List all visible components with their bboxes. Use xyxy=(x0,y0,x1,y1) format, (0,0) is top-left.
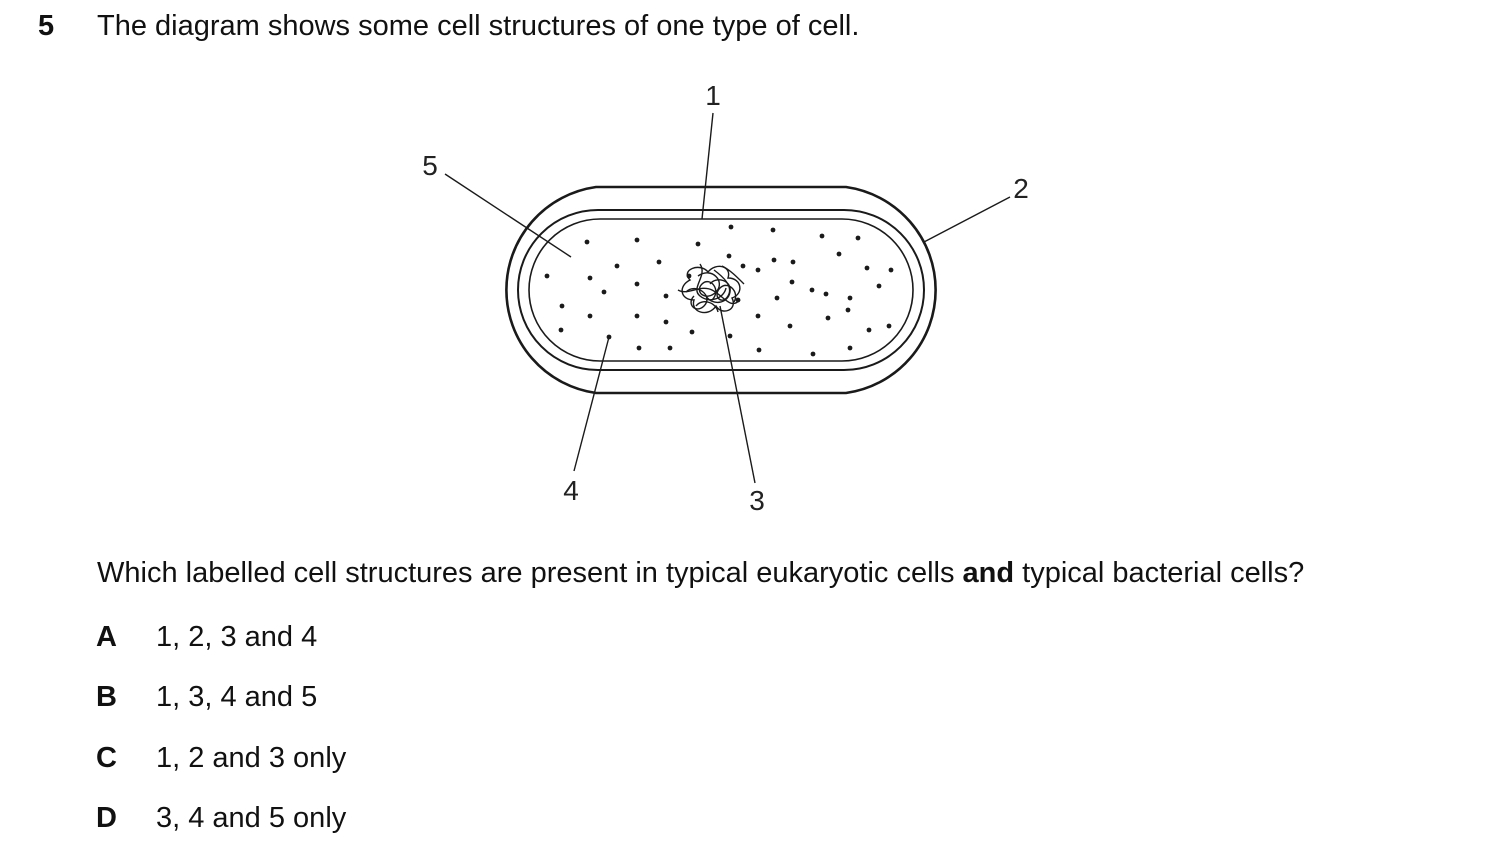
question-number: 5 xyxy=(38,10,55,42)
ribosome-dot xyxy=(755,267,761,273)
option-letter: D xyxy=(96,802,117,834)
ribosome-dot xyxy=(756,347,762,353)
ribosome-dot xyxy=(634,313,640,319)
ribosome-dot xyxy=(634,281,640,287)
ribosome-dot xyxy=(819,233,825,239)
ribosome-dot xyxy=(823,291,829,297)
option-text: 1, 3, 4 and 5 xyxy=(156,681,318,713)
ribosome-dot xyxy=(558,327,564,333)
ribosome-dot xyxy=(876,283,882,289)
ribosome-dot xyxy=(544,273,550,279)
ribosome-dot xyxy=(656,259,662,265)
ribosome-dot xyxy=(886,323,892,329)
label-line-4 xyxy=(573,336,610,472)
label-line-5 xyxy=(444,173,572,258)
ribosome-dot xyxy=(636,345,642,351)
ribosome-dots xyxy=(544,224,894,357)
ribosome-dot xyxy=(695,241,701,247)
ribosome-dot xyxy=(790,259,796,265)
ribosome-dot xyxy=(584,239,590,245)
ribosome-dot xyxy=(774,295,780,301)
ribosome-dot xyxy=(847,295,853,301)
label-5: 5 xyxy=(422,150,438,181)
option-text: 1, 2, 3 and 4 xyxy=(156,621,318,653)
ribosome-dot xyxy=(667,345,673,351)
ribosome-dot xyxy=(663,293,669,299)
ribosome-dot xyxy=(825,315,831,321)
label-line-3 xyxy=(719,305,756,484)
label-1: 1 xyxy=(705,80,721,111)
option-text: 1, 2 and 3 only xyxy=(156,742,347,774)
ribosome-dot xyxy=(787,323,793,329)
label-2: 2 xyxy=(1013,173,1029,204)
ribosome-dot xyxy=(771,257,777,263)
ribosome-dot xyxy=(789,279,795,285)
option-text: 3, 4 and 5 only xyxy=(156,802,347,834)
label-line-2 xyxy=(923,196,1011,243)
cell-diagram: 1 2 3 4 5 xyxy=(422,80,1029,516)
option-c[interactable]: C 1, 2 and 3 only xyxy=(96,742,346,775)
ribosome-dot xyxy=(855,235,861,241)
option-d[interactable]: D 3, 4 and 5 only xyxy=(96,802,346,835)
ribosome-dot xyxy=(587,313,593,319)
option-b[interactable]: B 1, 3, 4 and 5 xyxy=(96,681,317,714)
ribosome-dot xyxy=(726,253,732,259)
ribosome-dot xyxy=(845,307,851,313)
label-3: 3 xyxy=(749,485,765,516)
ribosome-dot xyxy=(728,224,734,230)
label-4: 4 xyxy=(563,475,579,506)
prompt-text-after: typical bacterial cells? xyxy=(1014,557,1305,589)
ribosome-dot xyxy=(866,327,872,333)
dna-nucleoid xyxy=(677,263,745,314)
prompt-text-before: Which labelled cell structures are prese… xyxy=(97,557,963,589)
label-line-1 xyxy=(701,112,714,220)
ribosome-dot xyxy=(601,289,607,295)
ribosome-dot xyxy=(864,265,870,271)
ribosome-dot xyxy=(587,275,593,281)
question-prompt: Which labelled cell structures are prese… xyxy=(97,557,1304,590)
option-a[interactable]: A 1, 2, 3 and 4 xyxy=(96,621,317,654)
cell-membrane-inner xyxy=(528,218,914,362)
ribosome-dot xyxy=(559,303,565,309)
ribosome-dot xyxy=(663,319,669,325)
ribosome-dot xyxy=(727,333,733,339)
ribosome-dot xyxy=(614,263,620,269)
ribosome-dot xyxy=(847,345,853,351)
option-letter: B xyxy=(96,681,117,713)
prompt-text-bold: and xyxy=(962,557,1015,589)
ribosome-dot xyxy=(809,287,815,293)
ribosome-dot xyxy=(836,251,842,257)
ribosome-dot xyxy=(755,313,761,319)
ribosome-dot xyxy=(740,263,746,269)
ribosome-dot xyxy=(634,237,640,243)
ribosome-dot xyxy=(689,329,695,335)
option-letter: C xyxy=(96,742,117,774)
ribosome-dot xyxy=(770,227,776,233)
ribosome-dot xyxy=(888,267,894,273)
question-stem: The diagram shows some cell structures o… xyxy=(97,10,860,42)
ribosome-dot xyxy=(810,351,816,357)
option-letter: A xyxy=(96,621,117,653)
